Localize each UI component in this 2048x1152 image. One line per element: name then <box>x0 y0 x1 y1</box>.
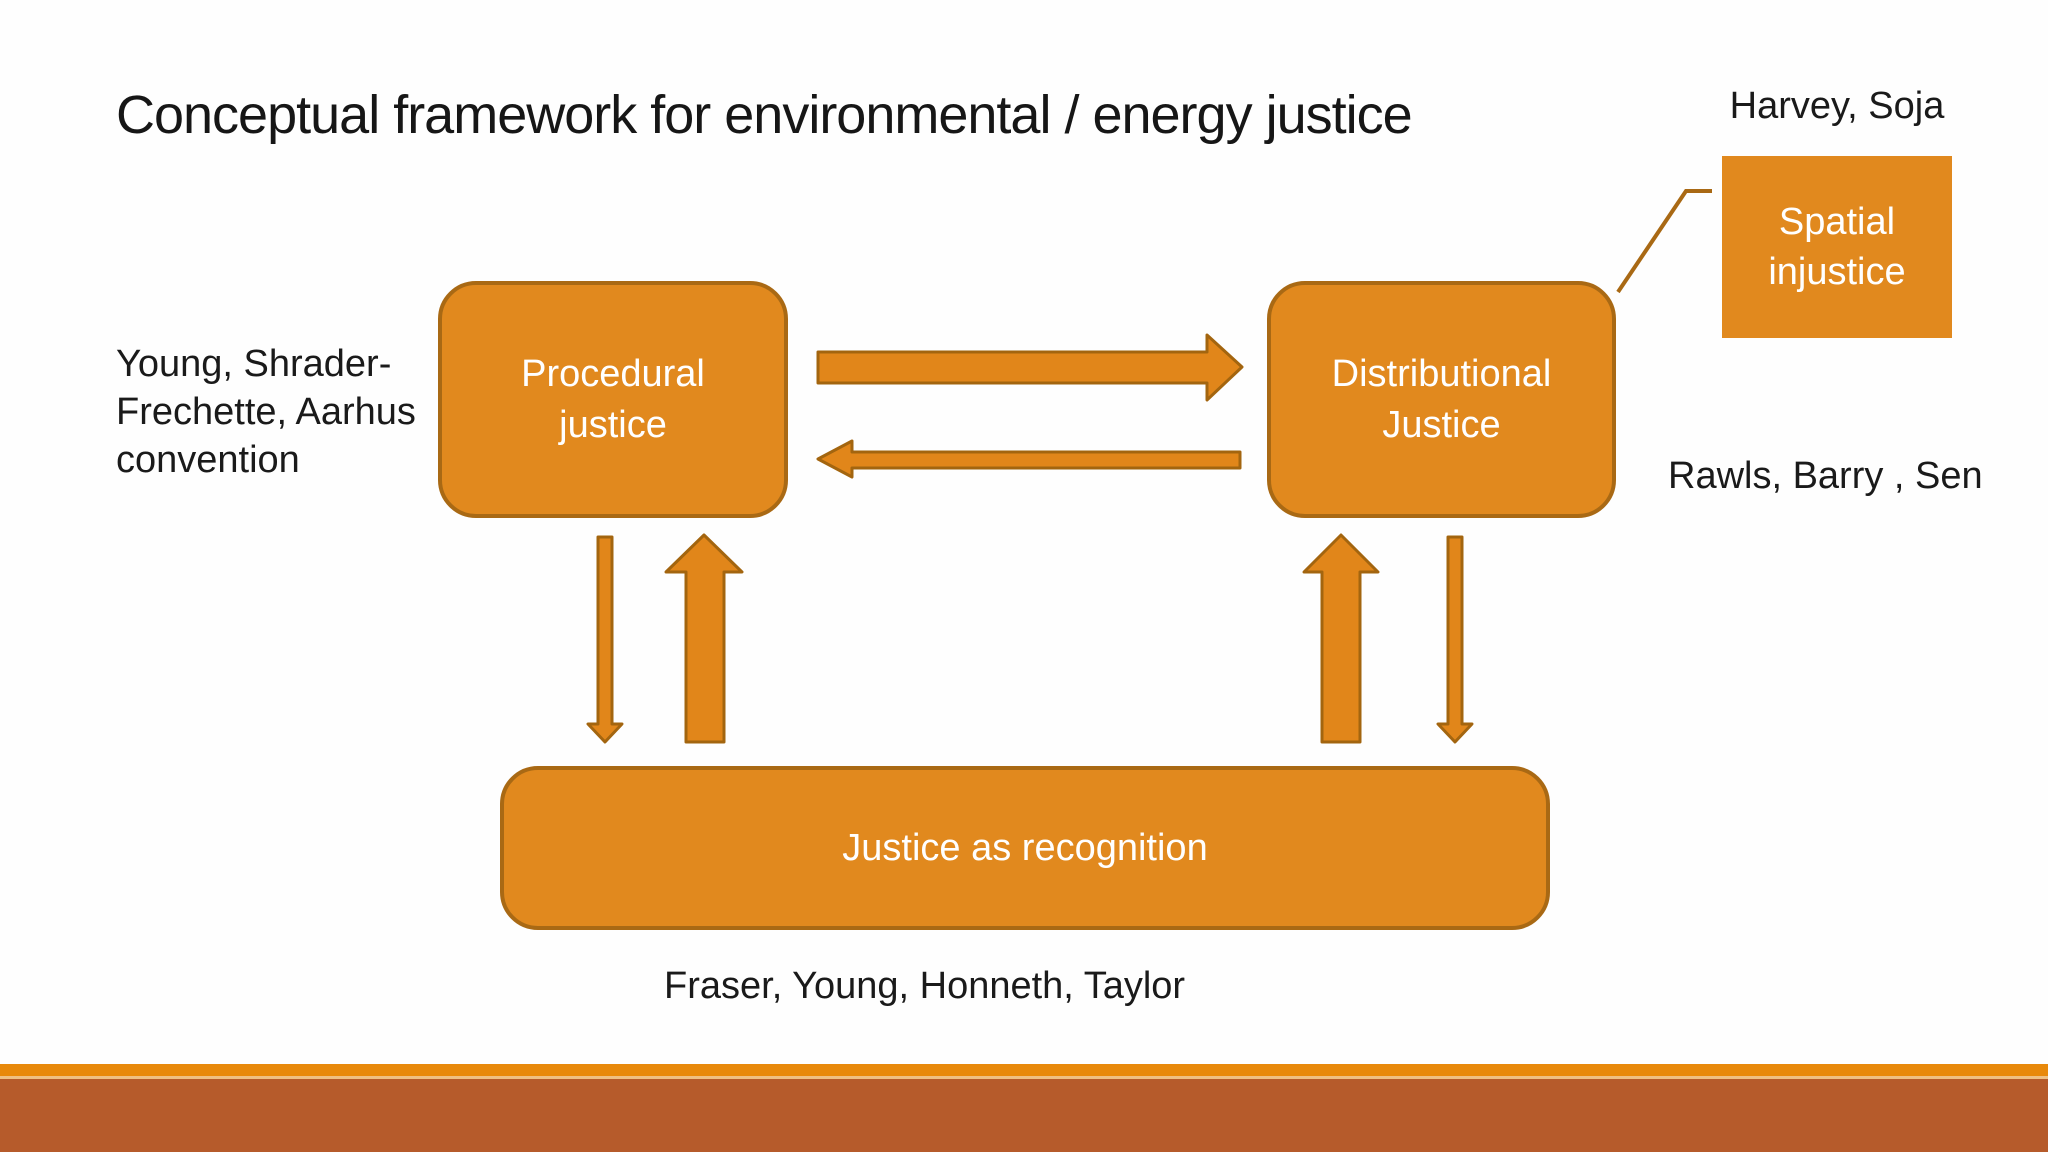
distributional-justice-label-line2: Justice <box>1382 403 1501 446</box>
procedural-references-label: Young, Shrader- Frechette, Aarhus conven… <box>116 340 416 484</box>
arrow-procedural-to-distributional <box>816 333 1244 402</box>
distributional-references-label: Rawls, Barry , Sen <box>1668 455 1983 497</box>
arrow-recognition-to-distributional <box>1302 533 1380 744</box>
arrow-distributional-to-recognition <box>1436 535 1474 744</box>
slide-title: Conceptual framework for environmental /… <box>116 85 1413 145</box>
procedural-justice-label-line2: justice <box>559 403 667 446</box>
arrow-recognition-to-procedural <box>664 533 744 744</box>
arrow-procedural-to-recognition <box>586 535 624 744</box>
spatial-injustice-box: Spatial injustice <box>1722 156 1952 338</box>
procedural-justice-box: Procedural justice <box>438 281 788 518</box>
justice-as-recognition-box: Justice as recognition <box>500 766 1550 930</box>
procedural-references-line3: convention <box>116 439 300 481</box>
procedural-references-line1: Young, Shrader- <box>116 343 392 385</box>
arrow-distributional-to-procedural <box>816 439 1242 479</box>
distributional-justice-label-line1: Distributional <box>1331 353 1552 396</box>
footer-band <box>0 1079 2048 1152</box>
spatial-references-label: Harvey, Soja <box>1729 85 1945 127</box>
recognition-references-label: Fraser, Young, Honneth, Taylor <box>664 965 1186 1007</box>
procedural-references-line2: Frechette, Aarhus <box>116 391 416 433</box>
footer-divider-line <box>0 1076 2048 1079</box>
spatial-injustice-label-line1: Spatial <box>1778 200 1896 243</box>
footer-accent-strip <box>0 1064 2048 1076</box>
distributional-justice-box: Distributional Justice <box>1267 281 1616 518</box>
spatial-connector-line <box>1616 189 1712 294</box>
justice-as-recognition-label: Justice as recognition <box>842 826 1208 869</box>
spatial-injustice-label-line2: injustice <box>1768 251 1906 293</box>
procedural-justice-label-line1: Procedural <box>521 353 705 396</box>
